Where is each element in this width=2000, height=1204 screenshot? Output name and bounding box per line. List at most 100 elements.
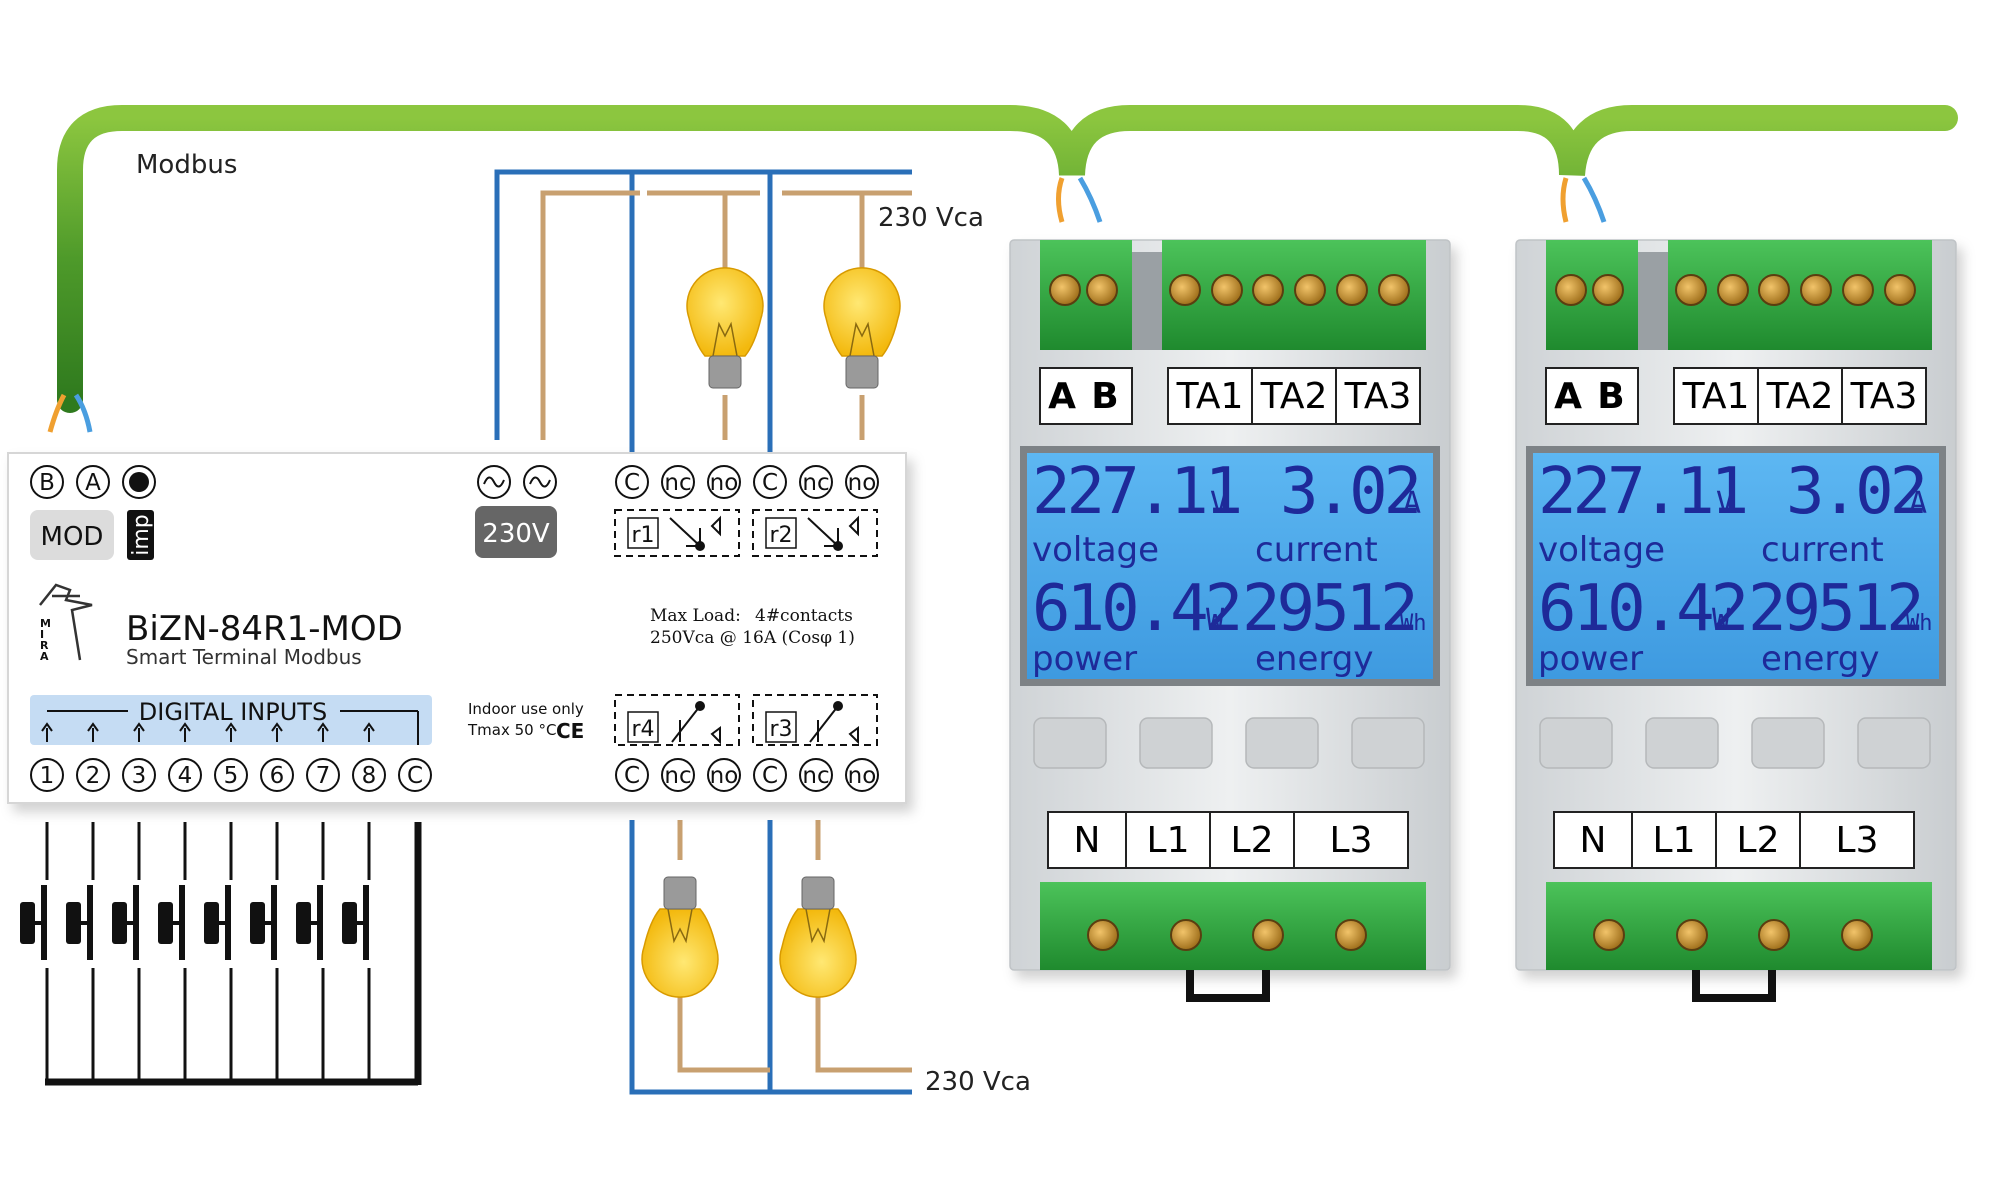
bulb-bottom-2 bbox=[779, 876, 857, 998]
modbus-wire-blue-2 bbox=[1077, 176, 1103, 223]
relay-bottom-terminals: C nc no C nc no bbox=[615, 758, 879, 792]
meter-button[interactable] bbox=[1539, 717, 1613, 769]
bulb-base bbox=[845, 355, 879, 389]
ac-sine-icon bbox=[483, 476, 505, 488]
meter-phase-label: L2 bbox=[1737, 820, 1780, 861]
terminal-b-label: B bbox=[39, 470, 55, 496]
meter-button[interactable] bbox=[1751, 717, 1825, 769]
terminal-screw bbox=[1758, 919, 1790, 951]
phase-label-box bbox=[1047, 811, 1409, 869]
logo-letter: I bbox=[40, 628, 44, 641]
modbus-wire-blue-3 bbox=[1581, 176, 1607, 223]
vca-bottom-label: 230 Vca bbox=[925, 1067, 1031, 1097]
meter-terminal-ta: TA2 bbox=[1766, 376, 1834, 417]
wire-tan-top bbox=[540, 190, 640, 440]
ab-label-box bbox=[1039, 367, 1133, 425]
meter-button[interactable] bbox=[1033, 717, 1107, 769]
relay-label-box bbox=[627, 711, 659, 743]
din-clip bbox=[1186, 970, 1270, 1002]
digital-inputs-strip bbox=[30, 695, 432, 745]
lcd-power-unit: W bbox=[1712, 603, 1731, 638]
terminal-relay-top-label: C bbox=[624, 470, 640, 496]
max-load-label: Max Load: bbox=[650, 606, 741, 626]
terminal-input bbox=[168, 758, 202, 792]
terminal-screw bbox=[1717, 274, 1749, 306]
terminal-screw bbox=[1841, 919, 1873, 951]
max-load-rating: 250Vca @ 16A (Cosφ 1) bbox=[650, 628, 855, 648]
meter-button[interactable] bbox=[1857, 717, 1931, 769]
din-clip bbox=[1692, 970, 1776, 1002]
relay-box bbox=[614, 509, 740, 557]
pushbutton-icon bbox=[158, 822, 187, 1082]
terminal-screw bbox=[1758, 274, 1790, 306]
relay-contact-dot bbox=[695, 541, 705, 551]
terminal-relay-top bbox=[753, 465, 787, 499]
terminal-input bbox=[214, 758, 248, 792]
terminal-relay-bottom-label: nc bbox=[802, 763, 829, 789]
terminal-screw bbox=[1593, 919, 1625, 951]
model-subtitle: Smart Terminal Modbus bbox=[126, 645, 362, 669]
lcd-power-label: power bbox=[1032, 639, 1137, 679]
relay-label: r2 bbox=[769, 523, 792, 548]
terminal-screw bbox=[1676, 919, 1708, 951]
relay-label: r3 bbox=[769, 717, 792, 742]
input-arrow-icon bbox=[271, 722, 283, 742]
terminal-relay-bottom-label: nc bbox=[664, 763, 691, 789]
bulb-base bbox=[801, 876, 835, 910]
meter-button[interactable] bbox=[1645, 717, 1719, 769]
terminal-screw bbox=[1049, 274, 1081, 306]
terminal-relay-bottom bbox=[615, 758, 649, 792]
bulb-base bbox=[708, 355, 742, 389]
modbus-cable-main bbox=[57, 105, 1958, 413]
terminal-relay-bottom bbox=[799, 758, 833, 792]
lcd-current-value: 3.02 bbox=[1280, 455, 1418, 529]
terminal-screw bbox=[1336, 274, 1368, 306]
terminal-relay-top-label: nc bbox=[664, 470, 691, 496]
terminal-gap bbox=[1132, 252, 1162, 350]
meter-terminal-a: A bbox=[1048, 376, 1076, 417]
ce-mark: CE bbox=[556, 719, 584, 743]
relay-contact-dot bbox=[833, 541, 843, 551]
logo-mark bbox=[39, 583, 93, 661]
pushbutton-icon bbox=[342, 822, 371, 1082]
meter-button[interactable] bbox=[1351, 717, 1425, 769]
v230-badge-label: 230V bbox=[482, 519, 550, 549]
meter-button[interactable] bbox=[1139, 717, 1213, 769]
lcd-energy-value: 29512 bbox=[1748, 572, 1921, 646]
terminal-input bbox=[30, 758, 64, 792]
indoor-note: Indoor use only bbox=[468, 700, 584, 718]
lcd-energy-label: energy bbox=[1255, 639, 1373, 679]
max-load-contacts: 4#contacts bbox=[755, 606, 853, 626]
lcd-voltage-unit: V bbox=[1210, 486, 1228, 521]
input-arrow-icon bbox=[87, 722, 99, 742]
terminal-a bbox=[76, 465, 110, 499]
terminal-screw bbox=[1842, 274, 1874, 306]
logo-letter: A bbox=[40, 650, 49, 663]
lcd-power-label: power bbox=[1538, 639, 1643, 679]
relay-r3: r3 bbox=[752, 694, 878, 746]
ab-label-box bbox=[1545, 367, 1639, 425]
terminal-relay-top bbox=[799, 465, 833, 499]
relay-r4: r4 bbox=[614, 694, 740, 746]
meter-button[interactable] bbox=[1245, 717, 1319, 769]
terminal-screw bbox=[1675, 274, 1707, 306]
terminal-relay-bottom bbox=[661, 758, 695, 792]
imp-badge bbox=[127, 510, 154, 560]
ta-label-box bbox=[1673, 367, 1927, 425]
terminal-screw bbox=[1169, 274, 1201, 306]
terminal-relay-bottom-label: C bbox=[624, 763, 640, 789]
bulb-glass bbox=[779, 908, 857, 998]
terminal-screw bbox=[1378, 274, 1410, 306]
lcd-current-unit: A bbox=[1403, 486, 1421, 521]
logo-letter: M bbox=[40, 617, 51, 630]
wire-blue-top bbox=[494, 169, 912, 440]
terminal-relay-bottom bbox=[707, 758, 741, 792]
mod-badge-label: MOD bbox=[41, 522, 104, 552]
relay-switch-icon bbox=[809, 705, 859, 745]
terminal-a-label: A bbox=[85, 470, 101, 496]
terminal-screw bbox=[1884, 274, 1916, 306]
logo-letter: R bbox=[40, 639, 49, 652]
meter-phase-label: L3 bbox=[1836, 820, 1879, 861]
